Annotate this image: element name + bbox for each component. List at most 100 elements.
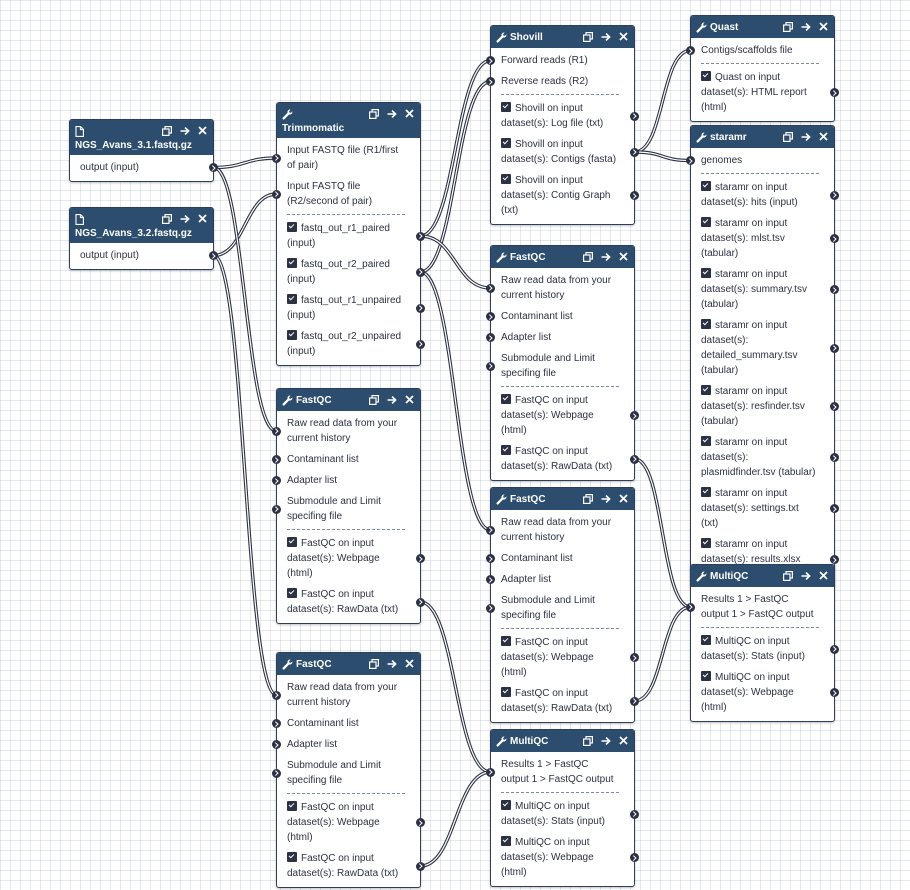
output-terminal[interactable] xyxy=(830,688,839,697)
arrow-right-icon[interactable] xyxy=(180,214,190,224)
input-terminal[interactable] xyxy=(686,156,695,165)
output-terminal[interactable] xyxy=(630,696,639,706)
output-terminal[interactable] xyxy=(830,644,839,654)
input-terminal[interactable] xyxy=(486,312,495,321)
close-icon[interactable] xyxy=(619,494,629,504)
arrow-right-icon[interactable] xyxy=(601,736,611,746)
input-terminal[interactable] xyxy=(486,283,495,293)
checkbox-checked[interactable] xyxy=(501,394,511,404)
copy-icon[interactable] xyxy=(583,736,593,746)
output-terminal[interactable] xyxy=(630,411,639,420)
close-icon[interactable] xyxy=(405,109,415,119)
checkbox-checked[interactable] xyxy=(287,588,297,598)
checkbox-checked[interactable] xyxy=(701,538,711,548)
output-terminal[interactable] xyxy=(416,554,425,563)
checkbox-checked[interactable] xyxy=(701,436,711,446)
output-terminal[interactable] xyxy=(830,402,839,411)
node-header[interactable]: MultiQC xyxy=(491,730,634,752)
checkbox-checked[interactable] xyxy=(287,294,297,304)
input-terminal[interactable] xyxy=(486,77,495,86)
close-icon[interactable] xyxy=(819,132,829,142)
copy-icon[interactable] xyxy=(162,214,172,224)
output-terminal[interactable] xyxy=(416,861,425,871)
copy-icon[interactable] xyxy=(783,22,793,32)
close-icon[interactable] xyxy=(619,252,629,262)
node-header[interactable]: Trimmomatic xyxy=(277,103,420,138)
close-icon[interactable] xyxy=(405,395,415,405)
output-terminal[interactable] xyxy=(416,597,425,607)
node-header[interactable]: staramr xyxy=(691,126,834,148)
copy-icon[interactable] xyxy=(783,132,793,142)
output-terminal[interactable] xyxy=(630,191,639,200)
copy-icon[interactable] xyxy=(162,126,172,136)
checkbox-checked[interactable] xyxy=(701,671,711,681)
output-terminal[interactable] xyxy=(830,343,839,353)
output-terminal[interactable] xyxy=(416,303,425,313)
input-terminal[interactable] xyxy=(272,153,281,163)
checkbox-checked[interactable] xyxy=(701,268,711,278)
node-header[interactable]: FastQC xyxy=(491,488,634,510)
output-terminal[interactable] xyxy=(630,454,639,464)
checkbox-checked[interactable] xyxy=(501,636,511,646)
arrow-right-icon[interactable] xyxy=(387,395,397,405)
output-terminal[interactable] xyxy=(830,285,839,294)
checkbox-checked[interactable] xyxy=(501,138,511,148)
checkbox-checked[interactable] xyxy=(287,537,297,547)
copy-icon[interactable] xyxy=(783,571,793,581)
copy-icon[interactable] xyxy=(583,494,593,504)
checkbox-checked[interactable] xyxy=(287,801,297,811)
input-terminal[interactable] xyxy=(272,768,281,778)
input-terminal[interactable] xyxy=(686,46,695,55)
input-terminal[interactable] xyxy=(486,56,495,65)
checkbox-checked[interactable] xyxy=(701,181,711,191)
node-header[interactable]: Quast xyxy=(691,16,834,38)
input-terminal[interactable] xyxy=(486,767,495,777)
checkbox-checked[interactable] xyxy=(501,445,511,455)
checkbox-checked[interactable] xyxy=(501,836,511,846)
node-header[interactable]: FastQC xyxy=(277,389,420,411)
node-header[interactable]: FastQC xyxy=(277,653,420,675)
output-terminal[interactable] xyxy=(830,234,839,243)
input-terminal[interactable] xyxy=(272,426,281,436)
checkbox-checked[interactable] xyxy=(701,319,711,329)
node-header[interactable]: Shovill xyxy=(491,26,634,48)
output-terminal[interactable] xyxy=(630,111,639,121)
output-terminal[interactable] xyxy=(416,339,425,349)
copy-icon[interactable] xyxy=(583,252,593,262)
checkbox-checked[interactable] xyxy=(501,800,511,810)
checkbox-checked[interactable] xyxy=(701,71,711,81)
close-icon[interactable] xyxy=(198,126,208,136)
output-terminal[interactable] xyxy=(830,453,839,462)
checkbox-checked[interactable] xyxy=(501,174,511,184)
close-icon[interactable] xyxy=(819,22,829,32)
output-terminal[interactable] xyxy=(630,653,639,662)
output-terminal[interactable] xyxy=(209,251,218,260)
output-terminal[interactable] xyxy=(630,853,639,862)
arrow-right-icon[interactable] xyxy=(601,252,611,262)
close-icon[interactable] xyxy=(198,214,208,224)
node-header[interactable]: NGS_Avans_3.1.fastq.gz xyxy=(70,120,213,155)
output-terminal[interactable] xyxy=(630,147,639,157)
close-icon[interactable] xyxy=(619,736,629,746)
input-terminal[interactable] xyxy=(272,740,281,749)
close-icon[interactable] xyxy=(619,32,629,42)
input-terminal[interactable] xyxy=(486,333,495,342)
input-terminal[interactable] xyxy=(486,603,495,613)
checkbox-checked[interactable] xyxy=(287,222,297,232)
checkbox-checked[interactable] xyxy=(287,258,297,268)
copy-icon[interactable] xyxy=(583,32,593,42)
checkbox-checked[interactable] xyxy=(501,687,511,697)
arrow-right-icon[interactable] xyxy=(801,132,811,142)
checkbox-checked[interactable] xyxy=(287,852,297,862)
input-terminal[interactable] xyxy=(272,455,281,464)
input-terminal[interactable] xyxy=(272,476,281,485)
input-terminal[interactable] xyxy=(272,690,281,700)
